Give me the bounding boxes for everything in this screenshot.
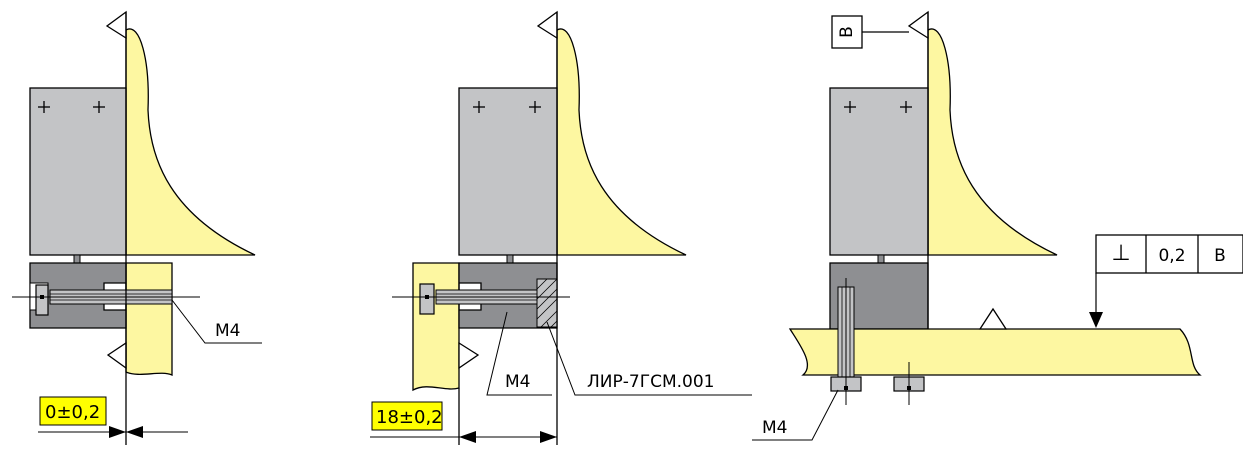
gray-block-3	[829, 87, 929, 256]
leader-part-2	[546, 321, 752, 396]
mark-triangle-3a	[907, 10, 929, 40]
yellow-profile-2	[556, 28, 687, 256]
mark-triangle-1b	[106, 341, 127, 370]
dimension-1: 0±0,2	[45, 402, 100, 423]
leader-m4-1	[171, 299, 262, 344]
yellow-profile-3	[927, 28, 1058, 256]
yellow-plate-3	[788, 328, 1202, 376]
screw-2	[392, 283, 570, 315]
frame-datum: B	[1214, 246, 1226, 266]
view-1: M4 0±0,2	[12, 10, 262, 445]
dimension-2: 18±0,2	[376, 407, 443, 428]
leader-m4-3	[752, 389, 839, 441]
dimension-box-1	[39, 396, 107, 426]
frame-tolerance: 0,2	[1158, 246, 1185, 266]
screw-1	[12, 284, 200, 316]
gray-block-2	[458, 87, 558, 256]
thread-label-2: M4	[505, 372, 530, 392]
view-3: B ⊥ 0,2 B M4	[752, 10, 1243, 441]
datum-box	[831, 15, 863, 49]
mark-triangle-2b	[458, 341, 480, 370]
cross-marks-3	[844, 101, 912, 113]
mark-triangle-1a	[105, 10, 127, 40]
screw-head-3b	[893, 362, 925, 405]
yellow-strip-1	[125, 262, 173, 376]
thread-label-1: M4	[215, 321, 240, 341]
datum-label: B	[837, 26, 857, 38]
dimension-box-2	[371, 401, 443, 431]
mark-triangle-3b	[978, 307, 1008, 330]
leader-m4-2	[486, 311, 552, 396]
yellow-profile-1	[125, 28, 256, 256]
feature-control-frame: ⊥ 0,2 B	[1095, 234, 1243, 274]
cross-marks-2	[473, 101, 541, 113]
yellow-strip-2	[412, 262, 460, 392]
thread-label-3: M4	[762, 418, 787, 438]
screw-3	[830, 278, 862, 405]
view-2: M4 ЛИР-7ГСМ.001 18±0,2	[370, 10, 752, 445]
gray-block-1	[29, 87, 127, 256]
frame-symbol: ⊥	[1111, 241, 1130, 266]
part-label-2: ЛИР-7ГСМ.001	[587, 372, 714, 392]
mark-triangle-2a	[536, 10, 558, 40]
cross-marks-1	[38, 101, 105, 113]
